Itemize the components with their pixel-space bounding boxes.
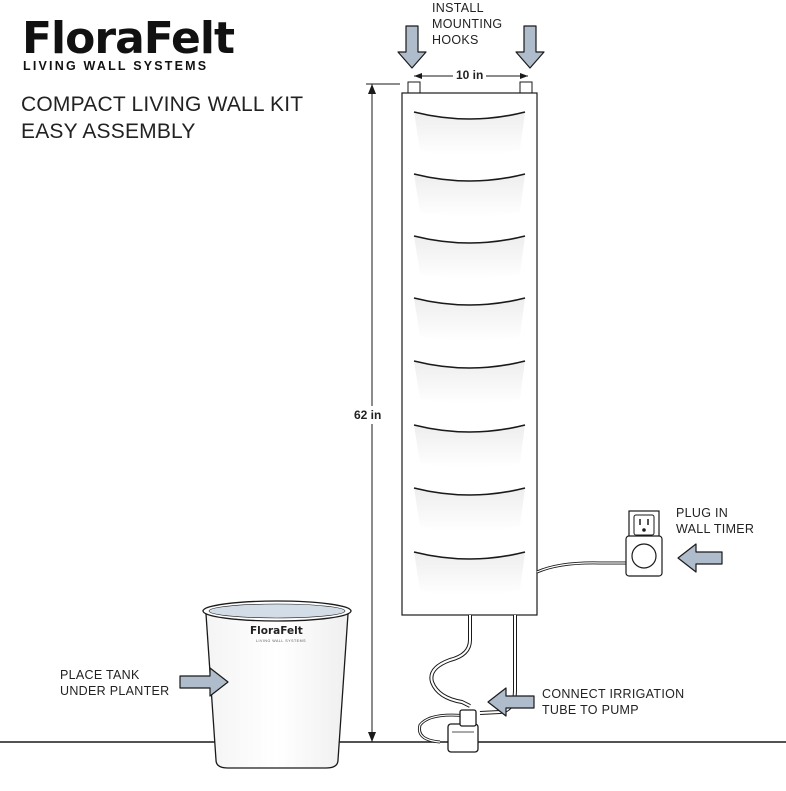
brand-logo: FloraFelt xyxy=(22,13,235,64)
title-line-1: COMPACT LIVING WALL KIT xyxy=(21,93,304,116)
callout-line: PLUG IN xyxy=(676,506,729,520)
callout-mounting-hooks: INSTALL MOUNTING HOOKS xyxy=(432,0,502,48)
title-line-2: EASY ASSEMBLY xyxy=(21,120,196,143)
height-dimension-label: 62 in xyxy=(352,406,384,424)
wall-timer xyxy=(625,535,663,577)
callout-line: CONNECT IRRIGATION xyxy=(542,687,685,701)
pocket xyxy=(413,487,526,531)
pocket xyxy=(413,360,526,404)
callout-line: WALL TIMER xyxy=(676,522,755,536)
irrigation-tube xyxy=(429,615,472,708)
pocket xyxy=(413,424,526,468)
arrow-hook-left xyxy=(397,25,427,69)
mounting-hook-right xyxy=(519,81,533,95)
callout-timer: PLUG IN WALL TIMER xyxy=(676,505,754,537)
width-dimension-label: 10 in xyxy=(453,68,487,82)
tank-logo: FloraFelt xyxy=(250,625,303,637)
pocket xyxy=(413,235,526,279)
wall-outlet xyxy=(628,510,660,540)
callout-pump: CONNECT IRRIGATION TUBE TO PUMP xyxy=(542,686,684,718)
callout-line: TUBE TO PUMP xyxy=(542,703,639,717)
pocket xyxy=(413,551,526,595)
callout-line: MOUNTING xyxy=(432,17,503,31)
brand-tagline: LIVING WALL SYSTEMS xyxy=(23,59,209,73)
pocket xyxy=(413,173,526,217)
callout-line: UNDER PLANTER xyxy=(60,684,170,698)
water-tank xyxy=(202,600,352,769)
arrow-timer xyxy=(677,543,723,573)
water-pump xyxy=(447,709,479,753)
callout-line: PLACE TANK xyxy=(60,668,140,682)
planter-panel xyxy=(401,92,538,616)
callout-tank: PLACE TANK UNDER PLANTER xyxy=(60,667,169,699)
planter-pockets xyxy=(413,111,526,595)
arrow-hook-right xyxy=(515,25,545,69)
tank-tagline: LIVING WALL SYSTEMS xyxy=(256,639,306,643)
callout-line: HOOKS xyxy=(432,33,479,47)
pocket xyxy=(413,111,526,155)
arrow-pump xyxy=(487,687,535,717)
arrow-tank xyxy=(179,667,229,697)
pocket xyxy=(413,297,526,341)
callout-line: INSTALL xyxy=(432,1,484,15)
mounting-hook-left xyxy=(407,81,421,95)
